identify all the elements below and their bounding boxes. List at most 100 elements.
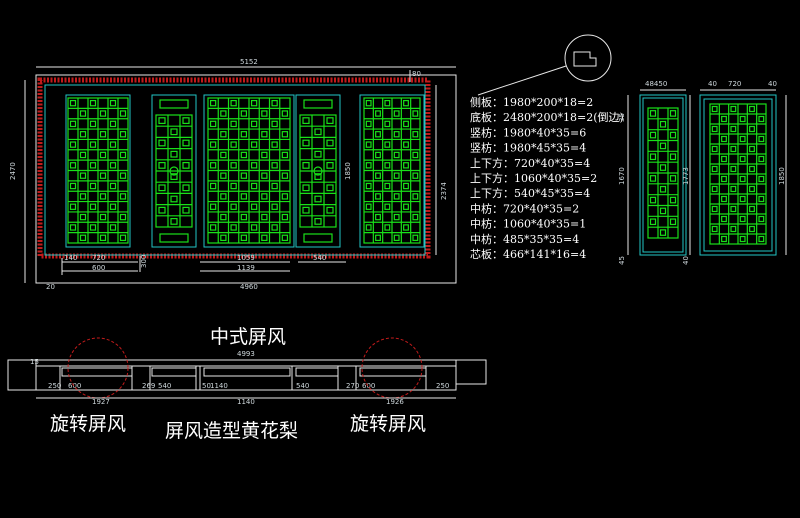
panel-frame: [65, 94, 131, 248]
lattice-cell: [403, 203, 409, 210]
side-a-35: 35: [618, 113, 626, 122]
lattice-cell: [403, 224, 409, 231]
plan-title: 中式屏风: [210, 326, 286, 348]
lattice-cell: [158, 184, 166, 192]
plan-panel-profile: [61, 367, 133, 377]
lattice-cell: [375, 213, 381, 221]
lattice-cell: [393, 213, 400, 221]
lattice-cell: [281, 131, 289, 138]
lattice-cell: [220, 234, 227, 242]
lattice-cell: [250, 99, 258, 107]
lattice-cell: [730, 125, 737, 133]
lattice-cell: [170, 173, 178, 181]
plan-segment-label: 540: [158, 382, 171, 390]
lattice-cell: [730, 165, 737, 173]
side-view-a: 48450 35 1670 45: [618, 80, 687, 265]
lattice-cell: [412, 131, 419, 138]
lattice-cell: [261, 151, 268, 159]
lattice-cell: [240, 193, 248, 200]
lattice-cell: [119, 172, 127, 179]
lattice-cell: [669, 153, 677, 161]
lattice-cell: [669, 196, 677, 204]
lattice-cell: [758, 235, 765, 243]
lattice-cell: [659, 229, 667, 236]
lattice-cell: [99, 131, 107, 138]
lattice-cell: [749, 185, 755, 193]
plan-overall-label: 4993: [237, 350, 255, 358]
side-a-top-dims: 48450: [645, 80, 667, 88]
lattice-cell: [393, 131, 400, 138]
lattice-cell: [739, 195, 746, 203]
lattice-cell: [758, 175, 765, 183]
lattice-cell: [99, 110, 107, 117]
lattice-cell: [109, 99, 117, 107]
spec-line: 上下方：1060*40*35=2: [470, 171, 597, 185]
lattice-cell: [109, 120, 117, 128]
lattice-cell: [749, 145, 755, 153]
lattice-cell: [230, 203, 237, 210]
lattice-cell: [403, 162, 409, 169]
spec-line: 芯板：466*141*16=4: [470, 247, 586, 261]
lattice-cell: [119, 234, 127, 242]
lattice-cell: [240, 151, 248, 159]
plan-segment-label: 1140: [210, 382, 228, 390]
plan-right-end: [455, 359, 487, 385]
lattice-cell: [403, 182, 409, 190]
lattice-cell: [250, 141, 258, 148]
lattice-cell: [412, 193, 419, 200]
lattice-cell: [220, 131, 227, 138]
lattice-cell: [649, 218, 657, 226]
lattice-cell: [739, 135, 746, 143]
lattice-cell: [365, 120, 372, 128]
lattice-cell: [79, 131, 87, 138]
lattice-cell: [240, 131, 248, 138]
plan-segment-label: 600: [362, 382, 375, 390]
lattice-cell: [649, 131, 657, 139]
lattice-cell: [659, 120, 667, 128]
lattice-cell: [711, 165, 718, 173]
side-b-top-720: 720: [728, 80, 741, 88]
lattice-cell: [375, 151, 381, 159]
lattice-cell: [375, 193, 381, 200]
lattice-cell: [99, 213, 107, 221]
side-b-1773: 1773: [682, 167, 690, 185]
lattice-cell: [182, 139, 190, 147]
label-rotating-screen-right: 旋转屏风: [350, 413, 426, 435]
lattice-cell: [119, 151, 127, 159]
lattice-cell: [375, 234, 381, 242]
plan-body: [35, 365, 457, 391]
dim-140: 140: [64, 254, 77, 262]
plan-panel-profile: [151, 367, 197, 377]
lattice-cell: [314, 128, 322, 136]
lattice-cell: [99, 234, 107, 242]
side-b-1850: 1850: [778, 167, 786, 185]
dim-4960: 4960: [240, 283, 258, 291]
spec-line: 中枋：1060*40*35=1: [470, 217, 586, 231]
lattice-cell: [69, 120, 77, 128]
lattice-cell: [721, 235, 727, 243]
lattice-cell: [69, 182, 77, 190]
plan-bottom-right: 1926: [386, 398, 404, 406]
lattice-cell: [749, 125, 755, 133]
lattice-cell: [302, 206, 310, 214]
plan-panel-profile: [359, 367, 427, 377]
lattice-cell: [109, 224, 117, 231]
lattice-cell: [89, 141, 97, 148]
spec-line: 中枋：485*35*35=4: [470, 232, 579, 246]
lattice-cell: [158, 162, 166, 169]
lattice-cell: [99, 151, 107, 159]
lattice-cell: [89, 99, 97, 107]
lattice-cell: [758, 135, 765, 143]
center-ornament: [313, 166, 323, 176]
lattice-cell: [749, 205, 755, 213]
lattice-cell: [384, 162, 391, 169]
lattice-cell: [649, 110, 657, 117]
lattice-cell: [271, 99, 278, 107]
lattice-cell: [739, 155, 746, 163]
plan-segment-label: 600: [68, 382, 81, 390]
lattice-cell: [99, 193, 107, 200]
lattice-cell: [739, 235, 746, 243]
side-a-45: 45: [618, 256, 626, 265]
lattice-cell: [659, 164, 667, 171]
lattice-cell: [393, 172, 400, 179]
